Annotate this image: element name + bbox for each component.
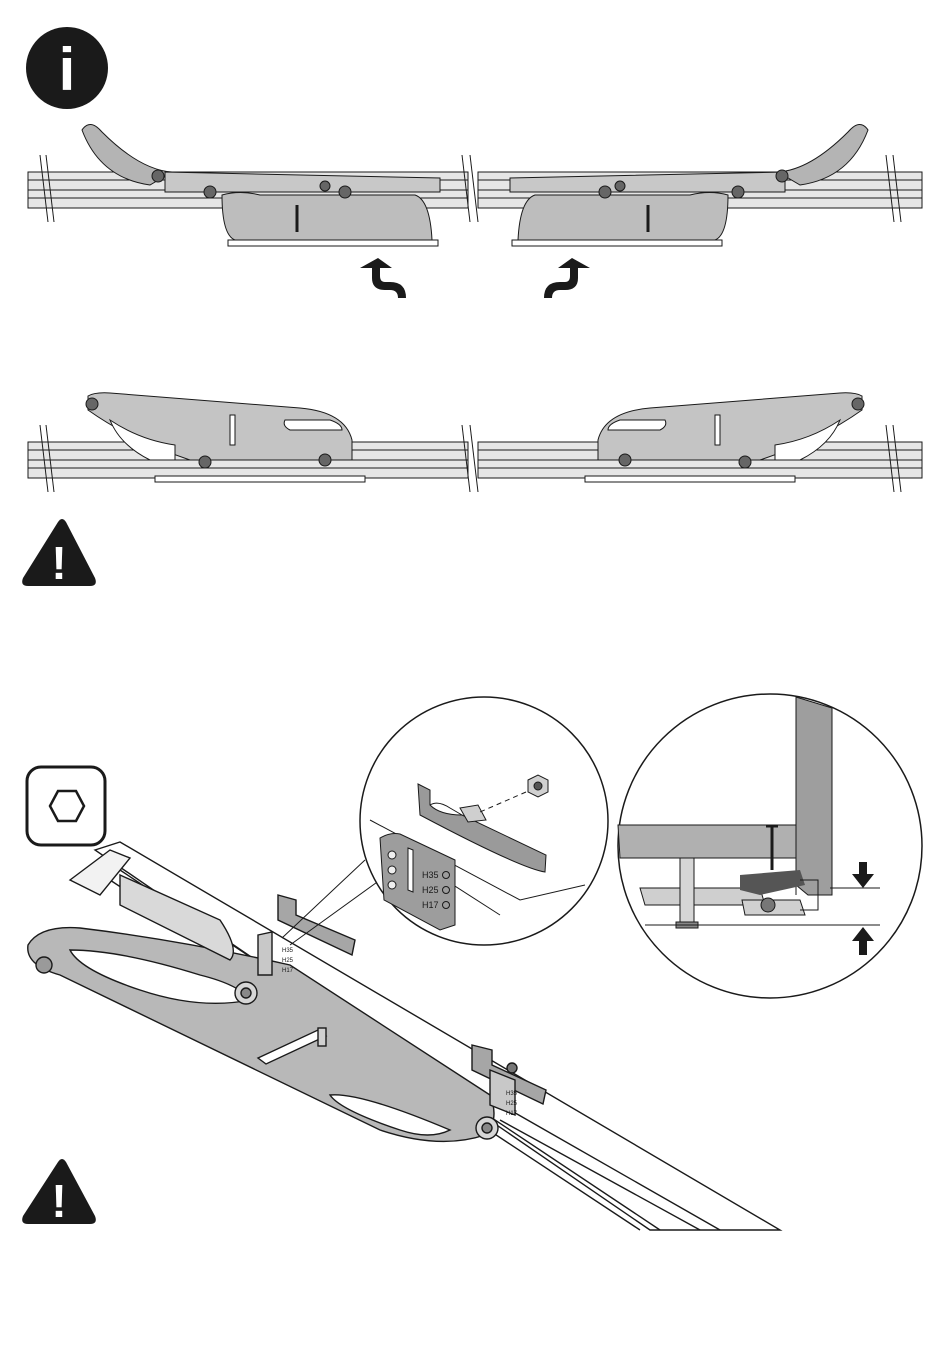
svg-text:H25: H25: [422, 885, 439, 895]
zoom-bracket-labels: H35 H25 H17: [422, 870, 439, 910]
zoom-detail-bracket: H35 H25 H17: [360, 697, 608, 945]
svg-text:!: !: [51, 537, 66, 589]
svg-text:H17: H17: [422, 900, 439, 910]
warning-icon: !: [22, 1159, 96, 1227]
svg-text:H35: H35: [422, 870, 439, 880]
svg-text:H35: H35: [506, 1091, 518, 1097]
svg-text:H25: H25: [282, 958, 294, 964]
info-icon: i: [26, 27, 108, 109]
arrow-left-down: [360, 258, 406, 298]
svg-text:H17: H17: [282, 968, 294, 974]
svg-text:i: i: [59, 36, 76, 103]
svg-text:H25: H25: [506, 1101, 518, 1107]
svg-text:H35: H35: [282, 948, 294, 954]
small-bracket-labels-2: H35 H25 H17: [506, 1091, 518, 1117]
nut-icon: [528, 775, 548, 797]
zoom-detail-height: [618, 694, 922, 998]
small-bracket-labels-1: H35 H25 H17: [282, 948, 294, 974]
rail-diagram-closed: [28, 393, 922, 492]
svg-text:!: !: [51, 1175, 66, 1227]
svg-text:H17: H17: [506, 1111, 518, 1117]
hex-key-icon: [27, 767, 105, 845]
warning-icon: !: [22, 519, 96, 589]
arrow-right-up: [544, 258, 590, 298]
rail-diagram-open: [28, 124, 922, 298]
